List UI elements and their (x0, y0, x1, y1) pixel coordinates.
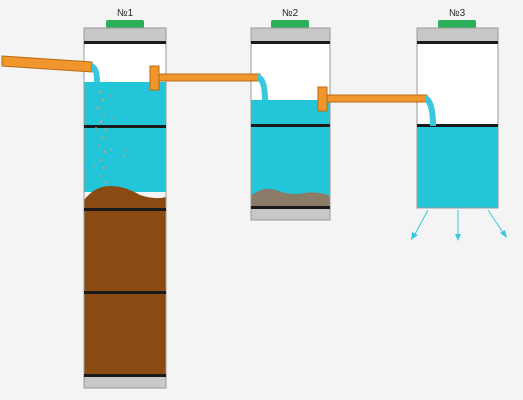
tank-1-ring-divider (84, 208, 166, 211)
tank-3-air-space (417, 42, 498, 126)
seepage-arrow-down-icon (455, 210, 461, 241)
tank-2-ring-divider (251, 206, 330, 209)
tank-3-ring-divider (417, 124, 498, 127)
tank-1-ring-divider (84, 41, 166, 44)
tank-1-ring-divider (84, 125, 166, 128)
tank-1-sludge-mound (84, 186, 166, 210)
tank-2-ring-divider (251, 124, 330, 127)
seepage-arrow-left-icon (411, 209, 429, 240)
inlet-pipe-body (1, 55, 93, 73)
inlet-pipe (1, 55, 100, 82)
overflow-pipe-1-2 (149, 65, 268, 100)
seepage-arrow-right-icon (487, 209, 507, 238)
tank-1-top-cap (84, 28, 166, 42)
seepage-arrows (411, 209, 507, 241)
tank-1-water (84, 82, 166, 192)
tank-1-label: №1 (117, 8, 134, 19)
tank-2-lid-icon (271, 20, 309, 28)
overflow-pipe-2-3-tee (317, 86, 328, 112)
overflow-pipe-2-3-stream (425, 95, 436, 126)
tank-2-label: №2 (282, 8, 299, 19)
overflow-pipe-1-2-stream (258, 74, 268, 100)
tank-2-top-cap (251, 28, 330, 42)
tank-2-bottom-cap (251, 208, 330, 220)
tank-1-lid-icon (106, 20, 144, 28)
tank-1-ring-divider (84, 374, 166, 377)
tank-3-lid-icon (438, 20, 476, 28)
inlet-water-stream (92, 63, 100, 82)
overflow-pipe-1-2-tee (149, 65, 160, 91)
overflow-pipe-1-2-body (151, 73, 261, 82)
overflow-pipe-2-3 (317, 86, 436, 126)
tank-3-ring-divider (417, 41, 498, 44)
tank-3-outline (416, 27, 499, 209)
tank-3-top-cap (417, 28, 498, 42)
tank-3-water (417, 126, 498, 208)
tank-1: №1 (83, 8, 167, 389)
overflow-pipe-2-3-body (322, 94, 428, 103)
tank-2-sludge (251, 188, 330, 208)
tank-1-ring-divider (84, 291, 166, 294)
tank-2-ring-divider (251, 41, 330, 44)
tank-2: №2 (250, 8, 331, 221)
tank-3-label: №3 (449, 8, 466, 19)
tank-1-bottom-cap (84, 376, 166, 388)
tank-1-settling-particles (94, 90, 127, 184)
